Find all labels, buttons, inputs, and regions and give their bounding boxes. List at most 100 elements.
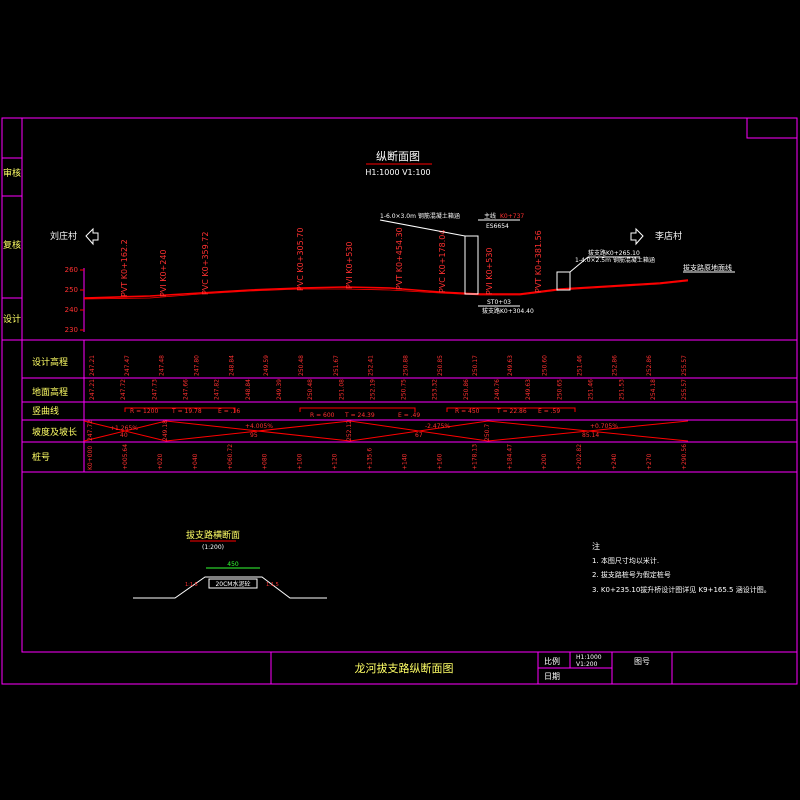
station-3: +020 [157,453,164,470]
notes-heading: 注 [592,541,600,551]
right-arrow-icon [630,227,644,246]
ground-elev-13: 250.86 [463,379,470,400]
culvert-1-label: 1-6.0×3.0m 钢筋混凝土箱涵 [380,212,460,220]
cross-section-outline [133,576,327,599]
culvert-1-code: ES6654 [486,223,509,230]
note-1: 1. 本图尺寸均以米计. [592,556,659,565]
station-16: +240 [611,453,618,470]
design-elev-2: 247.47 [124,355,131,376]
curve-3-e: E = .59 [538,408,560,415]
ground-elev-17: 251.46 [588,379,595,400]
ground-elev-14: 249.76 [494,379,501,400]
date-label: 日期 [544,672,560,681]
ground-profile-line [83,280,689,300]
left-place-label: 刘庄村 [50,230,77,242]
stamp-check: 复核 [3,239,21,251]
ground-elev-18: 251.53 [619,379,626,400]
station-14: +200 [541,453,548,470]
row-label-curve: 竖曲线 [32,405,59,417]
design-elev-4: 247.80 [194,355,201,376]
slope-4-len: 85.14 [582,432,599,439]
culvert-1-tag: 主线 [484,212,496,220]
design-elev-10: 250.88 [402,355,409,376]
slope-break-1: 247.72 [87,420,94,441]
station-11: +160 [436,453,443,470]
pvi-label-7: PVC K0+178.04 [438,230,447,293]
curve-1-r: R = 1200 [130,408,158,415]
station-values: K0+000+005.64+020+040+060.72+080+100+120… [87,444,688,470]
curve-1-e: E = .16 [218,408,240,415]
row-label-station: 桩号 [32,451,50,463]
slope-3-pct: -2.475% [425,423,450,430]
ground-elev-3: 247.73 [151,379,158,400]
row-label-ground: 地面高程 [32,386,68,398]
row-label-slope: 坡度及坡长 [32,426,77,438]
ground-elev-5: 247.82 [214,379,221,400]
pavement-layer-label: 20CM水泥砼 [215,580,250,588]
pvi-label-4: PVC K0+305.70 [296,228,305,291]
curve-3-r: R = 450 [455,408,480,415]
design-elev-18: 255.57 [681,355,688,376]
ground-elev-6: 248.84 [245,379,252,400]
station-9: +135.6 [367,448,374,470]
cross-section-width: 450 [227,561,239,568]
corner-box [746,117,798,139]
ground-elev-11: 250.75 [401,379,408,400]
design-elev-1: 247.21 [89,355,96,376]
design-elev-11: 250.85 [437,355,444,376]
ground-elev-16: 250.65 [556,379,563,400]
culvert-1-bottom: ST0+03 [487,299,511,306]
slope-2-len: 95 [250,432,258,439]
pvi-label-6: PVT K0+454.30 [395,227,404,290]
pvi-label-9: PVT K0+381.56 [534,230,543,293]
slope-1-len: 40 [120,432,128,439]
culvert-1 [464,235,479,295]
design-elev-17: 252.86 [646,355,653,376]
station-2: +005.64 [122,444,129,470]
stamp-review: 审核 [3,167,21,179]
note-3: 3. K0+235.10拔升桥设计图详见 K9+165.5 涵设计图。 [592,585,771,594]
station-1: K0+000 [87,446,94,470]
slope-break-3: 252.12 [346,420,353,441]
design-elev-13: 249.63 [507,355,514,376]
culvert-2 [556,271,571,291]
station-8: +120 [332,453,339,470]
design-elev-5: 248.84 [228,355,235,376]
sheet-label: 图号 [634,657,650,666]
station-4: +040 [192,453,199,470]
row-label-design: 设计高程 [32,356,68,368]
slope-row: +1.265% 40 +4.005% 95 -2.475% 67 +0.705%… [83,420,689,442]
station-13: +184.47 [506,444,513,470]
y-tick-230: 230 [65,326,78,334]
culvert-2-label-a: 拔支路K0+265.10 [588,249,640,257]
slope-3-len: 67 [415,432,423,439]
station-5: +060.72 [227,444,234,470]
culvert-1-tag-value: K0+737 [500,213,524,220]
right-place-label: 李店村 [655,230,682,242]
design-elev-8: 251.67 [333,355,340,376]
y-tick-240: 240 [65,306,78,314]
station-6: +080 [262,453,269,470]
ground-elev-7: 249.39 [276,379,283,400]
stamp-design: 设计 [3,313,21,325]
station-12: +178.13 [471,444,478,470]
ground-elev-20: 255.57 [681,379,688,400]
ground-elev-4: 247.66 [183,379,190,400]
pavement-layer [208,578,258,589]
y-tick-250: 250 [65,286,78,294]
design-elev-9: 252.41 [368,355,375,376]
ground-elev-12: 253.32 [432,379,439,400]
ground-elev-19: 254.18 [650,379,657,400]
curve-2-t: T = 24.39 [344,412,375,419]
left-arrow-icon [85,227,99,246]
pvi-label-8: PVI K0+530 [485,247,494,295]
design-elev-12: 250.17 [472,355,479,376]
design-profile-line [83,279,689,299]
design-elev-7: 250.48 [298,355,305,376]
ground-elev-10: 252.19 [369,379,376,400]
culvert-1-start: 拔支路K0+304.40 [482,307,534,315]
scale-v: V1:200 [576,661,598,668]
station-10: +140 [402,453,409,470]
